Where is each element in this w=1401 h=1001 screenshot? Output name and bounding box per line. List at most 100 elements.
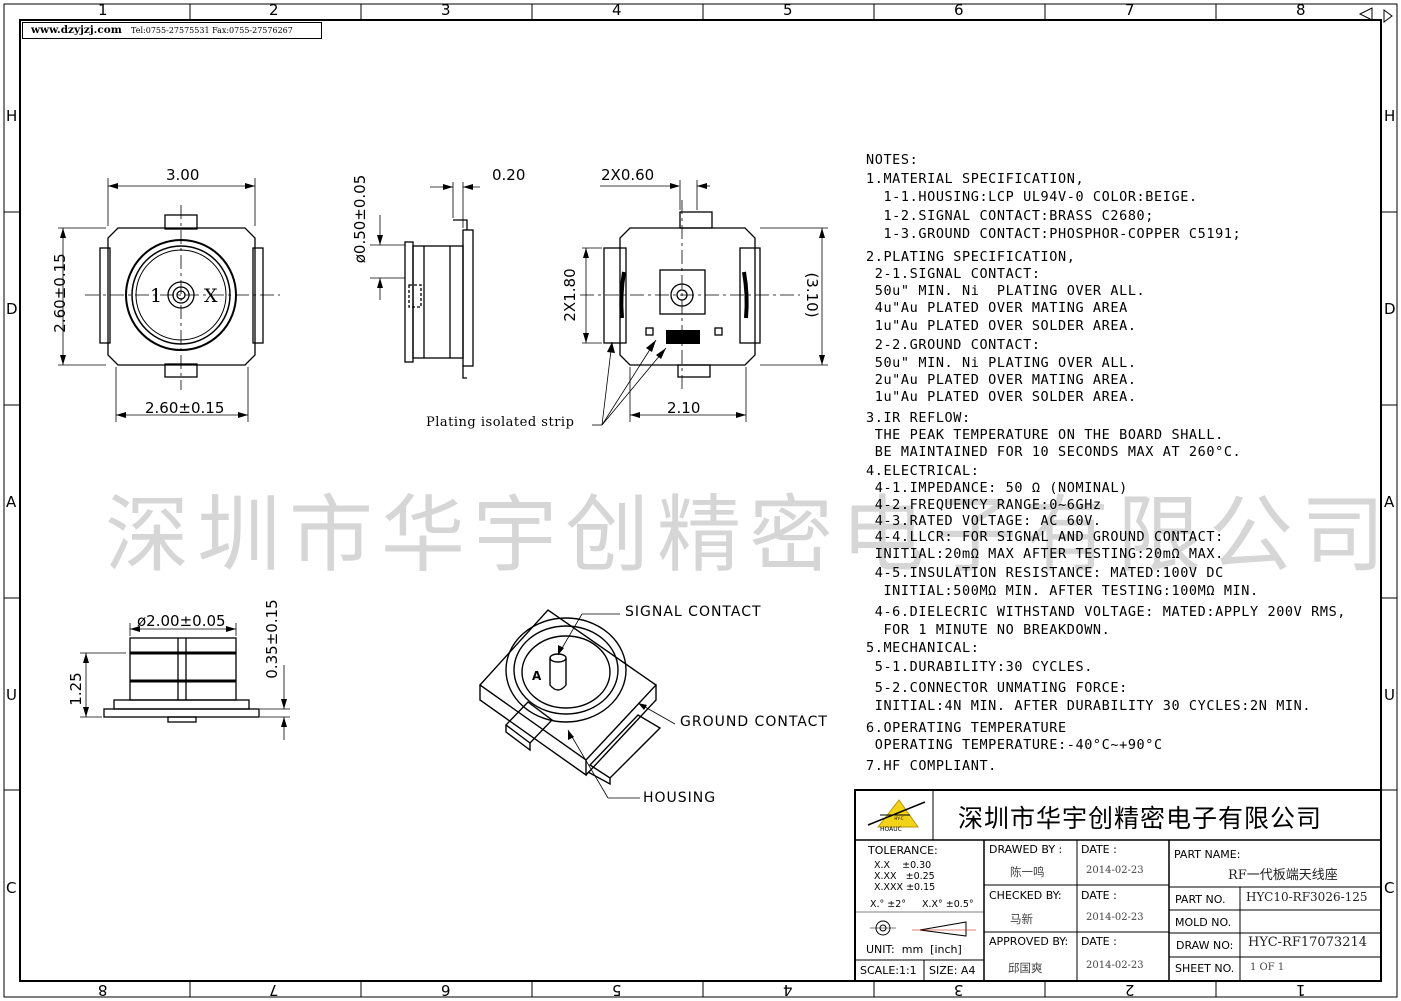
hoauc-logo: HY-C [867,799,926,828]
part-no-label: PART NO. [1175,893,1226,906]
note-line: 1-3.GROUND CONTACT:PHOSPHOR-COPPER C5191… [866,226,1242,242]
note-line: 1.MATERIAL SPECIFICATION, [866,171,1085,187]
housing-callout: HOUSING [643,790,717,806]
tolerance-title: TOLERANCE: [868,844,938,857]
draw-no-label: DRAW NO: [1176,939,1234,952]
part-name-value: RF一代板端天线座 [1228,868,1338,883]
contact-info: Tel:0755-27575531 Fax:0755-27576267 [131,26,293,35]
zone-letter: H [1384,107,1396,125]
note-line: 4-4.LLCR: FOR SIGNAL AND GROUND CONTACT: [866,529,1224,545]
note-line: 4.ELECTRICAL: [866,463,980,479]
note-line: INITIAL:500MΩ MIN. AFTER TESTING:100MΩ M… [866,583,1259,599]
note-line: 2-2.GROUND CONTACT: [866,337,1041,353]
draw-no-value: HYC-RF17073214 [1248,935,1368,950]
angle-tolerance-1: X.° ±2° [870,899,907,910]
tolerance-xx: X.XX ±0.25 [874,871,935,882]
pin-1-marker: 1 [150,285,163,307]
date-label: DATE : [1081,843,1117,856]
side-thickness-dimension: 0.20 [492,166,526,184]
pin-a-marker: A [532,669,542,683]
signal-contact-callout: SIGNAL CONTACT [625,604,762,620]
tolerance-x: X.X ±0.30 [874,860,932,871]
approved-date: 2014-02-23 [1086,960,1144,971]
note-line: 5-2.CONNECTOR UNMATING FORCE: [866,680,1128,696]
pin-x-marker: X [204,285,218,307]
website-url[interactable]: www.dzyjzj.com [31,24,122,36]
approved-by-value: 邱国爽 [1008,961,1043,975]
part-name-label: PART NAME: [1174,848,1241,861]
company-name: 深圳市华宇创精密电子有限公司 [958,804,1323,833]
front-view-drawing [80,623,290,740]
zone-letter: D [1384,300,1396,318]
drawn-date: 2014-02-23 [1086,865,1144,876]
note-line: 2u"Au PLATED OVER MATING AREA. [866,372,1137,388]
date-label: DATE : [1081,889,1117,902]
note-line: THE PEAK TEMPERATURE ON THE BOARD SHALL. [866,427,1224,443]
header-banner: www.dzyjzj.com Tel:0755-27575531 Fax:075… [22,22,322,39]
note-line: 4-5.INSULATION RESISTANCE: MATED:100V DC [866,565,1224,581]
note-line: FOR 1 MINUTE NO BREAKDOWN. [866,622,1111,638]
iso-view-drawing [478,609,676,799]
date-label: DATE : [1081,935,1117,948]
zone-number: 4 [612,1,622,19]
note-line: OPERATING TEMPERATURE:-40°C~+90°C [866,737,1163,753]
part-no-value: HYC10-RF3026-125 [1246,890,1368,904]
ground-contact-callout: GROUND CONTACT [680,714,828,730]
zone-number: 6 [954,1,964,19]
note-line: 1-1.HOUSING:LCP UL94V-0 COLOR:BEIGE. [866,189,1198,205]
top-width-dimension: 3.00 [166,166,200,184]
note-line: 1u"Au PLATED OVER SOLDER AREA. [866,318,1137,334]
angle-tolerance-2: X.X° ±0.5° [922,899,974,910]
checked-by-label: CHECKED BY: [989,889,1062,902]
note-line: 4-6.DIELECRIC WITHSTAND VOLTAGE: MATED:A… [866,604,1347,620]
note-line: 5-1.DURABILITY:30 CYCLES. [866,659,1093,675]
approved-by-label: APPROVED BY: [989,935,1069,948]
note-line: 4-1.IMPEDANCE: 50 Ω (NOMINAL) [866,480,1128,496]
tolerance-xxx: X.XXX ±0.15 [874,882,936,893]
front-diameter-dimension: ø2.00±0.05 [137,612,226,630]
zone-number: 8 [1296,1,1306,19]
bottom-view-drawing [580,180,828,426]
note-line: 3.IR REFLOW: [866,410,971,426]
note-line: 4-3.RATED VOLTAGE: AC 60V. [866,513,1102,529]
note-line: 7.HF COMPLIANT. [866,758,997,774]
note-line: 6.OPERATING TEMPERATURE [866,720,1067,736]
zone-number: 3 [441,1,451,19]
svg-text:HY-C: HY-C [894,816,903,821]
zone-letter: U [1384,686,1395,704]
unit-label: UNIT: mm [inch] [866,943,962,956]
zone-letter: U [6,686,17,704]
plating-strip-label: Plating isolated strip [426,415,575,430]
zone-letter: H [6,107,18,125]
note-line: 2-1.SIGNAL CONTACT: [866,266,1041,282]
note-line: 5.MECHANICAL: [866,640,980,656]
zone-number: 1 [98,1,108,19]
company-watermark: 深圳市华宇创精密电子有限公司 [105,486,1394,584]
note-line: 1u"Au PLATED OVER SOLDER AREA. [866,389,1137,405]
side-view-drawing [370,182,480,379]
checked-by-value: 马新 [1010,912,1033,926]
top-view-drawing [58,178,280,422]
note-line: INITIAL:4N MIN. AFTER DURABILITY 30 CYCL… [866,698,1312,714]
sheet-no-label: SHEET NO. [1175,962,1235,975]
note-line: BE MAINTAINED FOR 10 SECONDS MAX AT 260°… [866,444,1242,460]
top-base-dimension: 2.60±0.15 [145,399,225,417]
logo-caption: HOAUC [880,826,902,833]
zone-letter: C [1384,879,1395,897]
sheet-no-value: 1 OF 1 [1250,962,1285,973]
note-line: INITIAL:20mΩ MAX AFTER TESTING:20mΩ MAX. [866,546,1224,562]
zone-letter: D [6,300,18,318]
size-label: SIZE: A4 [929,964,976,977]
zone-letter: A [1384,493,1395,511]
checked-date: 2014-02-23 [1086,912,1144,923]
note-line: 2.PLATING SPECIFICATION, [866,249,1076,265]
mold-no-label: MOLD NO. [1175,916,1232,929]
zone-letter: A [6,493,17,511]
zone-number: 2 [269,1,279,19]
zone-number: 5 [783,1,793,19]
scale-label: SCALE:1:1 [860,964,917,977]
bottom-base-dimension: 2.10 [667,399,701,417]
zone-number: 7 [1125,1,1135,19]
